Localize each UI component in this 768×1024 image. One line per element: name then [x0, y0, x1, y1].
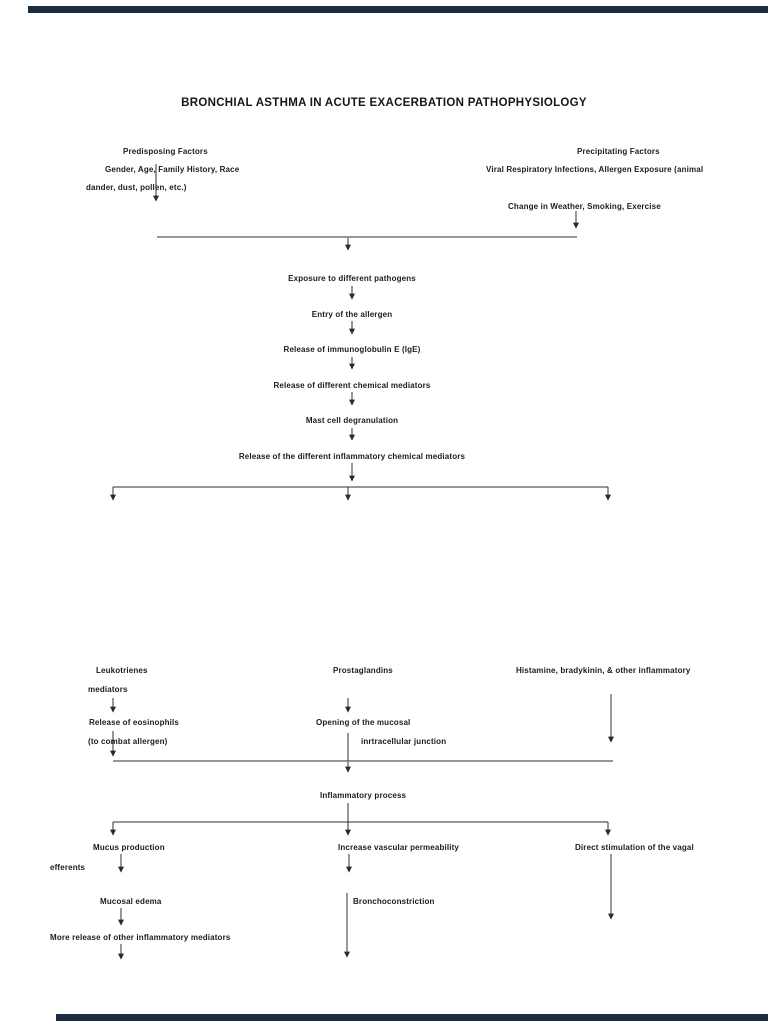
- prostaglandins-label: Prostaglandins: [333, 666, 393, 675]
- more-release-label: More release of other inflammatory media…: [50, 933, 231, 942]
- viewer-top-bar: [28, 6, 768, 13]
- predisposing-heading: Predisposing Factors: [123, 147, 208, 156]
- cascade-step-exposure: Exposure to different pathogens: [288, 274, 416, 283]
- predisposing-line2: dander, dust, pollen, etc.): [86, 183, 187, 192]
- efferents-label: efferents: [50, 863, 86, 872]
- precipitating-line2: Change in Weather, Smoking, Exercise: [508, 202, 661, 211]
- eosinophils-label: Release of eosinophils: [89, 718, 179, 727]
- predisposing-line1: Gender, Age, Family History, Race: [105, 165, 240, 174]
- histamine-label: Histamine, bradykinin, & other inflammat…: [516, 666, 691, 675]
- viewer-bottom-bar: [56, 1014, 768, 1021]
- cascade-step-entry: Entry of the allergen: [311, 310, 393, 319]
- inflammatory-process-label: Inflammatory process: [320, 791, 407, 800]
- cascade-step-mast-cell: Mast cell degranulation: [305, 416, 399, 425]
- cascade-step-ige: Release of immunoglobulin E (IgE): [283, 345, 421, 354]
- combat-allergen-label: (to combat allergen): [88, 737, 168, 746]
- leukotrienes-label-2: mediators: [88, 685, 128, 694]
- vagal-stimulation-label: Direct stimulation of the vagal: [575, 843, 694, 852]
- bronchoconstriction-label: Bronchoconstriction: [353, 897, 435, 906]
- precipitating-line1: Viral Respiratory Infections, Allergen E…: [486, 165, 704, 174]
- page-title: BRONCHIAL ASTHMA IN ACUTE EXACERBATION P…: [181, 97, 587, 109]
- mucus-production-label: Mucus production: [93, 843, 165, 852]
- intracellular-junction-label: inrtracellular junction: [361, 737, 447, 746]
- mucosal-edema-label: Mucosal edema: [100, 897, 162, 906]
- cascade-step-inflammatory-mediators: Release of the different inflammatory ch…: [238, 452, 466, 461]
- precipitating-heading: Precipitating Factors: [577, 147, 660, 156]
- mucosal-opening-label: Opening of the mucosal: [316, 718, 411, 727]
- cascade-step-chemical-mediators: Release of different chemical mediators: [273, 381, 431, 390]
- leukotrienes-label: Leukotrienes: [96, 666, 148, 675]
- vascular-permeability-label: Increase vascular permeability: [338, 843, 460, 852]
